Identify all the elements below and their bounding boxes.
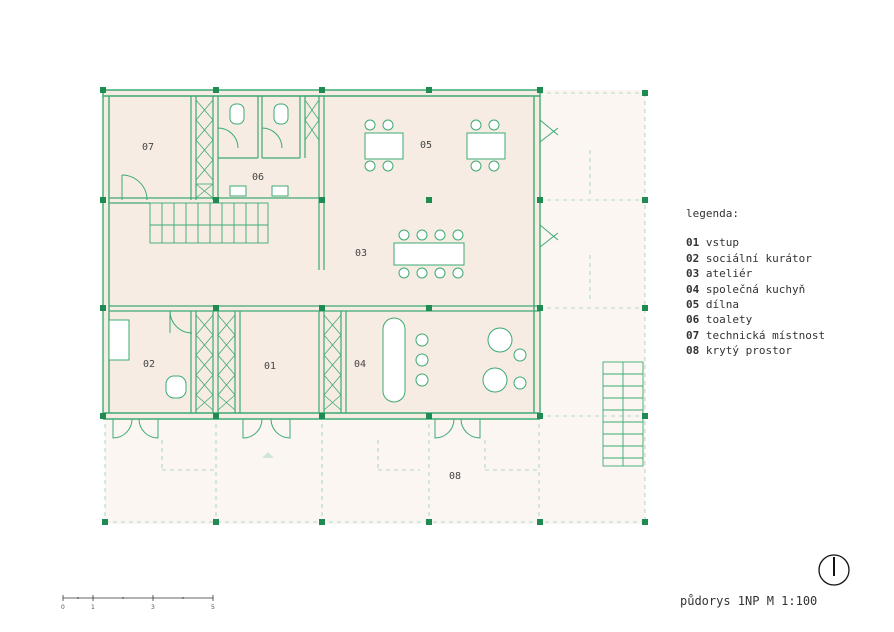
scale-tick-5: 5 bbox=[211, 604, 215, 611]
scale-bar bbox=[62, 595, 214, 601]
building-floor bbox=[103, 90, 539, 418]
columns bbox=[100, 87, 648, 525]
legend-title: legenda: bbox=[686, 207, 739, 220]
scale-tick-0: 0 bbox=[61, 604, 65, 611]
toilet-fixtures bbox=[229, 103, 289, 197]
room-label-04: 04 bbox=[354, 359, 366, 370]
legend-num: 05 bbox=[686, 298, 700, 312]
installation-shafts bbox=[195, 99, 342, 411]
north-arrow-icon bbox=[818, 554, 850, 586]
legend-item: 03 ateliér bbox=[686, 266, 825, 281]
room-label-08: 08 bbox=[449, 471, 461, 482]
doors bbox=[112, 119, 559, 439]
room-label-02: 02 bbox=[143, 359, 155, 370]
legend-num: 02 bbox=[686, 251, 700, 265]
room-label-06: 06 bbox=[252, 172, 264, 183]
scale-tick-3: 3 bbox=[151, 604, 155, 611]
legend-num: 01 bbox=[686, 236, 700, 250]
legend-text: společná kuchyň bbox=[705, 282, 806, 296]
entrance-marker bbox=[262, 452, 274, 458]
legend-text: dílna bbox=[705, 298, 739, 312]
legend-item: 06 toalety bbox=[686, 312, 825, 327]
legend-num: 07 bbox=[686, 328, 700, 342]
legend-num: 04 bbox=[686, 282, 700, 296]
legend-num: 08 bbox=[686, 344, 700, 358]
legend-item: 02 sociální kurátor bbox=[686, 251, 825, 266]
furniture bbox=[108, 119, 527, 403]
room-label-07: 07 bbox=[142, 142, 154, 153]
scale-tick-1: 1 bbox=[91, 604, 95, 611]
legend-item: 07 technická místnost bbox=[686, 328, 825, 343]
legend-text: sociální kurátor bbox=[705, 251, 812, 265]
legend-item: 01 vstup bbox=[686, 235, 825, 250]
legend-text: ateliér bbox=[705, 267, 753, 281]
room-label-05: 05 bbox=[420, 140, 432, 151]
legend-num: 06 bbox=[686, 313, 700, 327]
room-label-03: 03 bbox=[355, 248, 367, 259]
legend-item: 05 dílna bbox=[686, 297, 825, 312]
legend-text: krytý prostor bbox=[705, 344, 792, 358]
legend-item: 08 krytý prostor bbox=[686, 343, 825, 358]
structural-grid bbox=[104, 92, 646, 523]
legend-item: 04 společná kuchyň bbox=[686, 282, 825, 297]
room-label-01: 01 bbox=[264, 361, 276, 372]
legend-text: vstup bbox=[705, 236, 739, 250]
plan-title: půdorys 1NP M 1:100 bbox=[680, 594, 818, 608]
legend-num: 03 bbox=[686, 267, 700, 281]
legend-text: technická místnost bbox=[705, 328, 826, 342]
legend: legenda: 01 vstup 02 sociální kurátor 03… bbox=[686, 206, 825, 359]
legend-text: toalety bbox=[705, 313, 753, 327]
